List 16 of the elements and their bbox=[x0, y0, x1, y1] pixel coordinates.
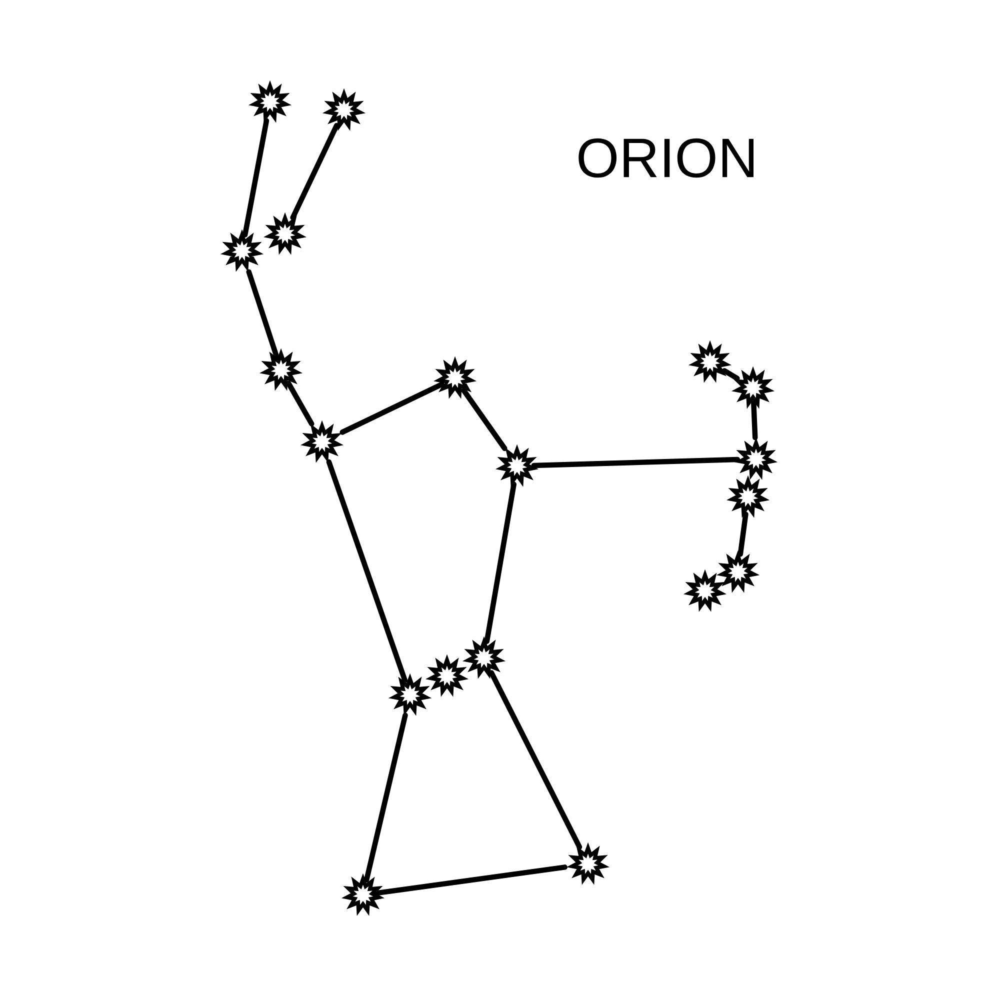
constellation-line bbox=[290, 122, 340, 220]
constellation-line bbox=[722, 368, 740, 382]
constellation-line bbox=[340, 382, 444, 435]
constellation-line bbox=[326, 459, 408, 684]
constellation-line bbox=[461, 388, 508, 452]
constellation-line bbox=[374, 864, 568, 896]
constellation-line bbox=[286, 380, 314, 426]
constellation-line bbox=[531, 456, 740, 468]
constellation-line bbox=[364, 712, 408, 883]
constellation-line bbox=[484, 482, 517, 644]
constellation-line bbox=[488, 670, 582, 850]
constellation-line bbox=[738, 512, 748, 557]
title: ORION bbox=[578, 138, 754, 178]
constellation-line bbox=[242, 118, 270, 238]
constellation-line bbox=[751, 400, 758, 440]
constellation-line bbox=[246, 269, 279, 358]
